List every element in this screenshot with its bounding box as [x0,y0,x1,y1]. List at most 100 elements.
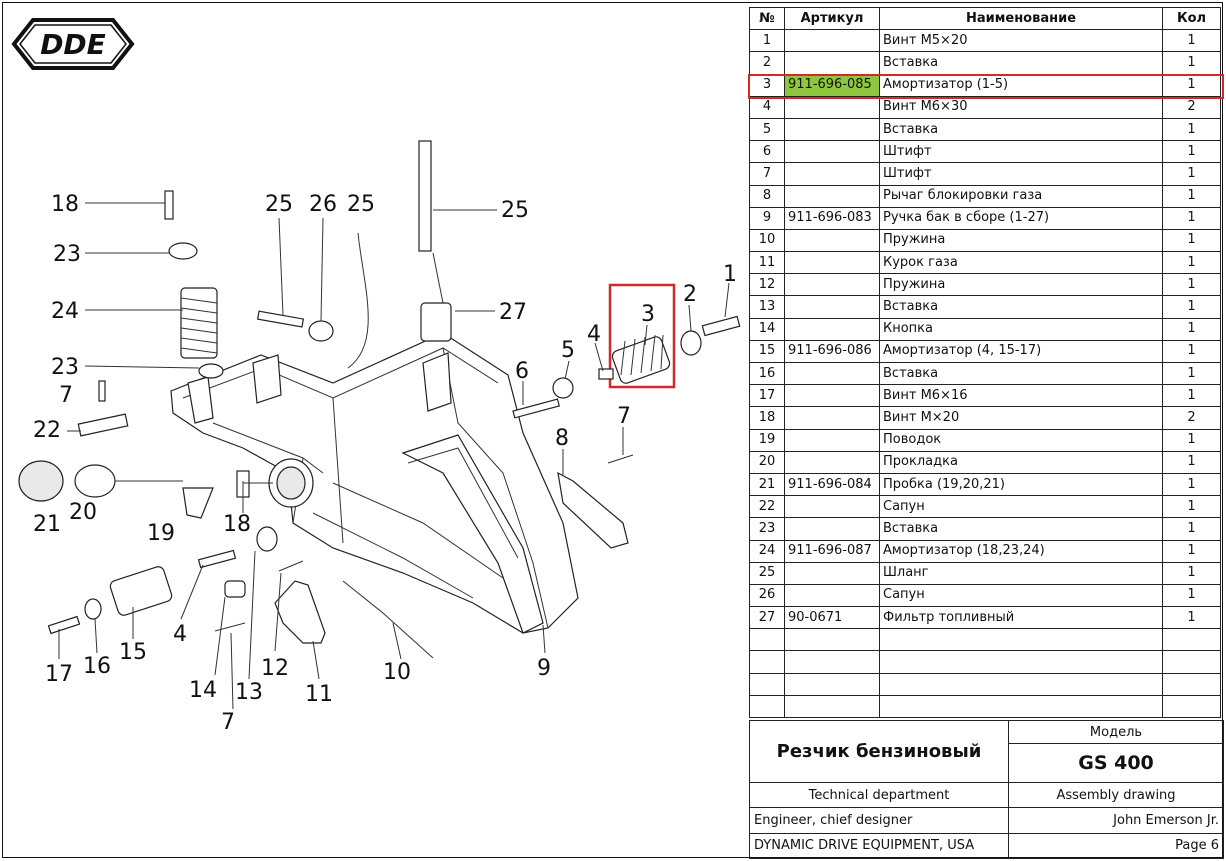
header-number: № [749,6,785,31]
row-number [749,694,785,719]
row-qty: 1 [1162,317,1221,341]
row-name: Винт М6×16 [879,384,1163,408]
row-article [784,29,880,53]
row-name: Винт М6×30 [879,95,1163,119]
callout-24: 24 [51,299,79,324]
hose-25-left [256,310,305,328]
throttle-trigger [274,580,326,644]
callout-25-left: 25 [265,192,293,217]
row-number: 18 [749,406,785,430]
designer-name: John Emerson Jr. [1008,807,1224,834]
row-number: 5 [749,117,785,142]
row-qty: 1 [1162,495,1221,519]
row-name: Кнопка [879,317,1163,341]
row-qty: 1 [1162,206,1221,230]
row-article: 90-0671 [784,606,880,630]
insert-23-bottom [198,363,224,379]
row-name: Винт М×20 [879,406,1163,430]
row-name: Вставка [879,51,1163,75]
row-article [784,295,880,319]
row-name [879,650,1163,674]
row-qty: 1 [1162,73,1221,97]
row-article [784,361,880,386]
insert-23-top [168,242,198,260]
row-name: Штифт [879,140,1163,164]
row-number: 15 [749,339,785,364]
spring-3 [611,334,671,384]
row-name: Вставка [879,517,1163,541]
callout-25-mid: 25 [347,192,375,217]
callout-4-left: 4 [173,622,187,647]
row-article: 911-696-085 [784,73,880,97]
row-name: Ручка бак в сборе (1-27) [879,206,1163,230]
row-qty: 1 [1162,561,1221,585]
row-qty: 1 [1162,273,1221,297]
row-number: 21 [749,472,785,497]
row-qty: 1 [1162,117,1221,142]
insert-2 [680,330,702,356]
row-number: 13 [749,295,785,319]
row-qty: 1 [1162,606,1221,630]
breather-22 [77,413,129,437]
row-name: Винт М5×20 [879,29,1163,53]
row-qty: 1 [1162,228,1221,253]
row-article: 911-696-084 [784,472,880,497]
exploded-view-drawing: DDE [3,3,748,859]
row-qty: 1 [1162,29,1221,53]
row-article [784,251,880,275]
model-value: GS 400 [1008,743,1224,783]
row-article [784,140,880,164]
row-qty: 1 [1162,251,1221,275]
row-number: 23 [749,517,785,541]
row-qty: 1 [1162,361,1221,386]
screw-17 [47,615,81,635]
row-qty: 2 [1162,406,1221,430]
row-number: 8 [749,184,785,208]
row-article [784,95,880,119]
row-number: 27 [749,606,785,630]
row-number: 24 [749,539,785,563]
callout-numbers: 18 23 24 23 7 22 21 20 19 18 25 26 25 25… [33,192,737,735]
parts-table-header: № Артикул Наименование Кол [749,6,1221,31]
callout-18-top: 18 [51,192,79,217]
table-row [749,694,1221,719]
callout-5: 5 [561,338,575,363]
row-article: 911-696-083 [784,206,880,230]
row-number: 11 [749,251,785,275]
row-name: Поводок [879,428,1163,452]
row-article [784,628,880,652]
row-name: Курок газа [879,251,1163,275]
row-qty: 1 [1162,295,1221,319]
row-qty: 1 [1162,539,1221,563]
row-article [784,228,880,253]
row-name: Прокладка [879,450,1163,474]
callout-10: 10 [383,660,411,685]
row-article [784,117,880,142]
table-row [749,650,1221,674]
row-number [749,672,785,696]
row-number: 4 [749,95,785,119]
throttle-lockout-lever [557,471,629,549]
parts-illustration: 18 23 24 23 7 22 21 20 19 18 25 26 25 25… [18,140,741,735]
row-name: Амортизатор (1-5) [879,73,1163,97]
callout-11: 11 [305,682,333,707]
header-qty: Кол [1162,6,1221,31]
fuel-cap-21 [18,460,64,502]
callout-14: 14 [189,678,217,703]
row-name: Сапун [879,583,1163,608]
callout-25-right: 25 [501,198,529,223]
callout-27: 27 [499,300,527,325]
